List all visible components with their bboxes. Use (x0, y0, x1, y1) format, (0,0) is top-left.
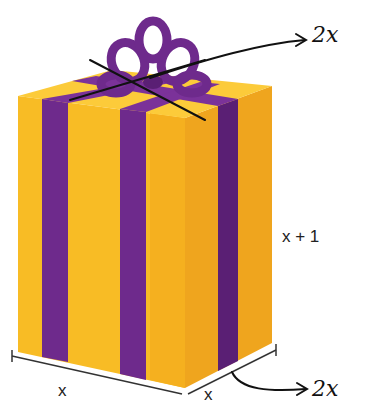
box-front-face (18, 96, 185, 388)
dimension-line (12, 344, 276, 394)
ribbon (120, 109, 146, 380)
ribbon (218, 99, 238, 371)
bow (101, 21, 207, 93)
dimension-label: x (58, 382, 67, 399)
leader-arrow (150, 34, 306, 78)
handwritten-note: 2x (312, 378, 338, 400)
handwritten-note: 2x (312, 24, 338, 46)
leader-arrow (232, 372, 307, 395)
dimension-label: x + 1 (282, 228, 319, 245)
ribbon (42, 99, 68, 362)
dimension-label: x (204, 386, 213, 403)
hand-cross (70, 60, 205, 120)
box-right-face (185, 86, 272, 388)
box-shade (150, 113, 185, 388)
